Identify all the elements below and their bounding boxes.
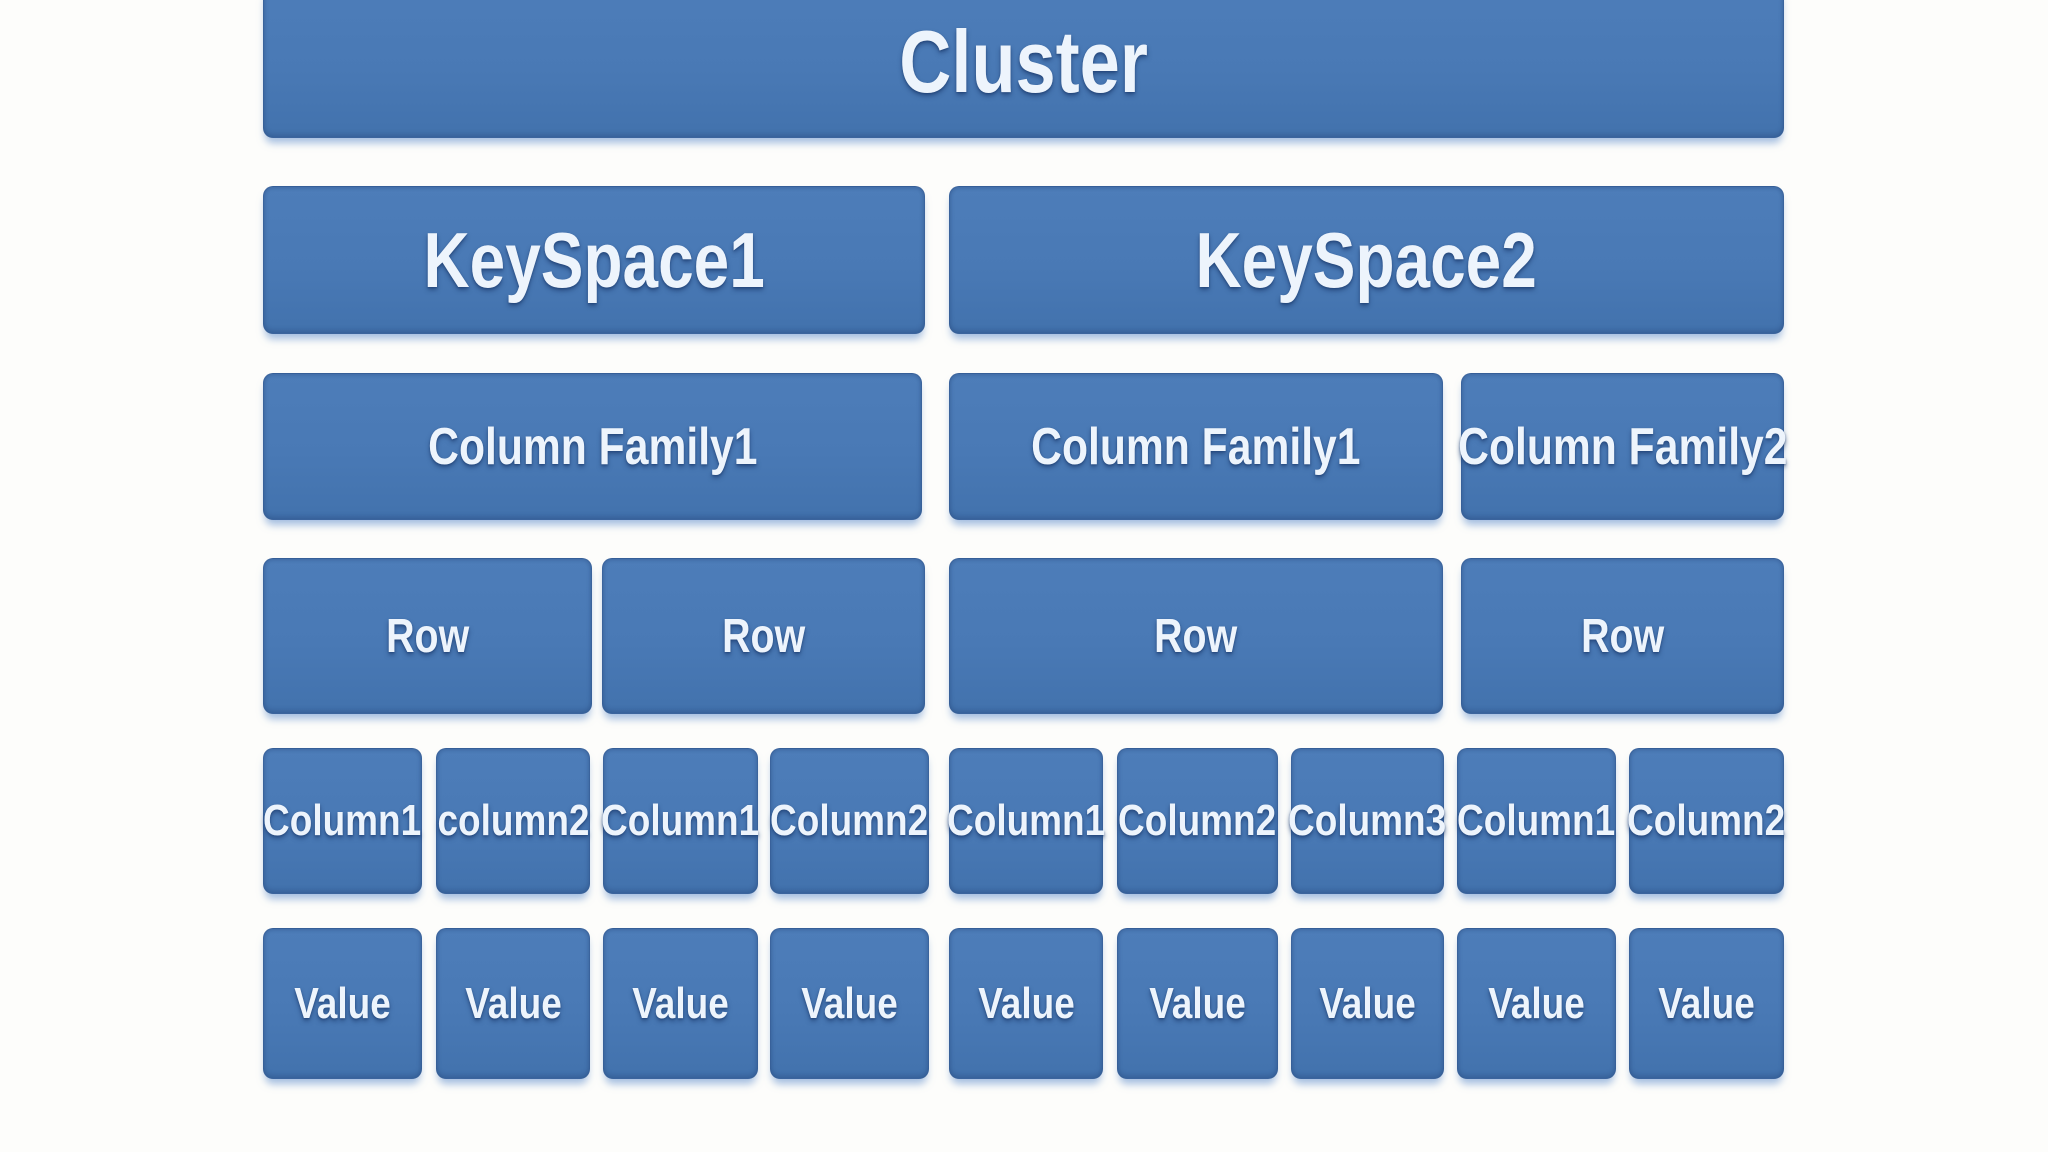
row-box: Row [1461, 558, 1784, 714]
column-family-label: Column Family2 [1457, 417, 1788, 476]
value-label: Value [464, 978, 562, 1028]
row-label: Row [1154, 609, 1238, 663]
value-box: Value [263, 928, 422, 1079]
column-label: Column1 [601, 796, 760, 845]
column-box: Column1 [946, 748, 1106, 894]
column-box: Column2 [770, 748, 929, 894]
row-box: Row [602, 558, 925, 714]
column-box: Column1 [601, 748, 760, 894]
value-box: Value [1291, 928, 1444, 1079]
row-label: Row [385, 609, 470, 663]
value-box: Value [1457, 928, 1616, 1079]
column-label: Column2 [1627, 796, 1786, 845]
column-family-box: Column Family1 [949, 373, 1443, 520]
column-box: Column1 [263, 748, 422, 894]
value-box: Value [770, 928, 929, 1079]
value-label: Value [1319, 978, 1416, 1028]
row-label: Row [721, 609, 806, 663]
column-family-box: Column Family1 [263, 373, 922, 520]
column-family-label: Column Family1 [1031, 417, 1361, 476]
keyspace-label: KeySpace1 [423, 215, 765, 304]
keyspace-label: KeySpace2 [1195, 215, 1538, 304]
value-box: Value [1629, 928, 1784, 1079]
column-box: Column2 [1627, 748, 1786, 894]
keyspace-box-1: KeySpace1 [263, 186, 925, 334]
column-box: Column3 [1288, 748, 1447, 894]
value-label: Value [1488, 978, 1585, 1028]
value-label: Value [632, 978, 729, 1028]
value-label: Value [801, 978, 898, 1028]
value-label: Value [977, 978, 1075, 1028]
value-label: Value [294, 978, 391, 1028]
column-label: Column1 [946, 796, 1106, 845]
value-box: Value [949, 928, 1103, 1079]
column-family-label: Column Family1 [427, 417, 758, 476]
cluster-box: Cluster [263, 0, 1784, 138]
column-label: Column1 [263, 796, 422, 845]
column-box: Column1 [1457, 748, 1616, 894]
value-box: Value [1117, 928, 1278, 1079]
value-label: Value [1149, 978, 1246, 1028]
column-box: Column2 [1117, 748, 1278, 894]
row-label: Row [1580, 609, 1665, 663]
column-label: column2 [437, 796, 589, 845]
value-box: Value [436, 928, 590, 1079]
row-box: Row [263, 558, 592, 714]
value-box: Value [603, 928, 758, 1079]
column-box: column2 [436, 748, 590, 894]
column-label: Column1 [1457, 796, 1616, 845]
column-label: Column3 [1288, 796, 1447, 845]
column-label: Column2 [770, 796, 929, 845]
column-label: Column2 [1118, 796, 1277, 845]
value-label: Value [1658, 978, 1755, 1028]
column-family-box: Column Family2 [1457, 373, 1788, 520]
keyspace-box-2: KeySpace2 [949, 186, 1784, 334]
cluster-label: Cluster [899, 12, 1148, 111]
row-box: Row [949, 558, 1443, 714]
